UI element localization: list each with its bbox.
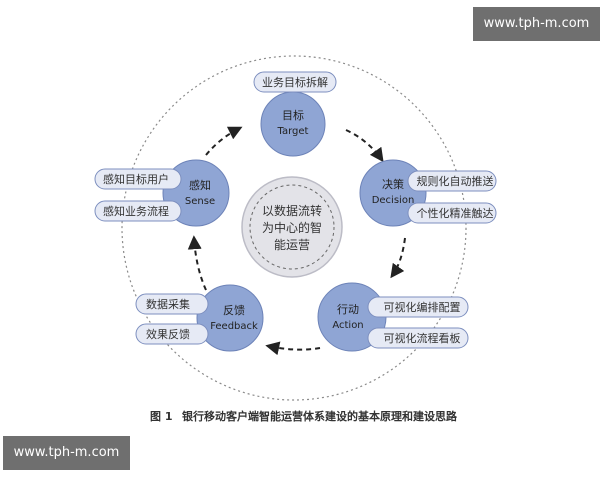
node-feedback-cn: 反馈 (223, 304, 245, 317)
tag-sense-1-label: 感知目标用户 (103, 172, 169, 186)
arrow-action-to-feedback (265, 341, 321, 356)
caption-text: 银行移动客户端智能运营体系建设的基本原理和建设思路 (182, 409, 458, 423)
tag-sense-2-label: 感知业务流程 (103, 204, 169, 218)
node-feedback-en: Feedback (210, 321, 258, 332)
node-sense-en: Sense (185, 196, 215, 207)
center-node: 以数据流转 为中心的智 能运营 (241, 176, 343, 278)
arrow-feedback-to-sense (187, 235, 207, 291)
tag-feedback-2: 效果反馈 (135, 323, 209, 345)
node-decision-en: Decision (372, 195, 415, 206)
node-target-cn: 目标 (282, 108, 304, 122)
arrow-decision-to-action (390, 237, 406, 279)
tag-action-2: 可视化流程看板 (367, 327, 469, 349)
watermark-bottom: www.tph-m.com (3, 436, 130, 470)
center-line-3: 能运营 (274, 238, 310, 252)
tag-action-2-label: 可视化流程看板 (384, 331, 461, 345)
tag-decision-2-label: 个性化精准触达 (417, 206, 494, 220)
node-target: 目标 Target (260, 91, 326, 157)
tag-target-1: 业务目标拆解 (253, 71, 337, 93)
tag-action-1: 可视化编排配置 (367, 296, 469, 318)
tag-decision-2: 个性化精准触达 (407, 202, 497, 224)
center-line-1: 以数据流转 (262, 203, 322, 218)
center-line-2: 为中心的智 (262, 220, 322, 235)
arrow-target-to-decision (345, 129, 384, 163)
tag-sense-1: 感知目标用户 (94, 168, 182, 190)
watermark-top: www.tph-m.com (473, 7, 600, 41)
node-feedback: 反馈 Feedback (196, 284, 264, 352)
caption-label: 图 1 (150, 410, 172, 423)
tag-target-1-label: 业务目标拆解 (262, 75, 328, 89)
tag-action-1-label: 可视化编排配置 (384, 300, 461, 314)
node-action-en: Action (332, 320, 363, 331)
node-sense-cn: 感知 (189, 178, 211, 192)
arrow-sense-to-target (205, 126, 243, 156)
outer-ring (121, 55, 467, 401)
tag-decision-1: 规则化自动推送 (407, 170, 497, 192)
tag-decision-1-label: 规则化自动推送 (417, 174, 494, 188)
tag-feedback-1-label: 数据采集 (146, 297, 190, 311)
tag-sense-2: 感知业务流程 (94, 200, 182, 222)
tag-feedback-1: 数据采集 (135, 293, 209, 315)
node-decision-cn: 决策 (382, 177, 404, 191)
node-target-en: Target (277, 126, 309, 137)
node-action-cn: 行动 (337, 303, 359, 316)
tag-feedback-2-label: 效果反馈 (146, 327, 190, 341)
